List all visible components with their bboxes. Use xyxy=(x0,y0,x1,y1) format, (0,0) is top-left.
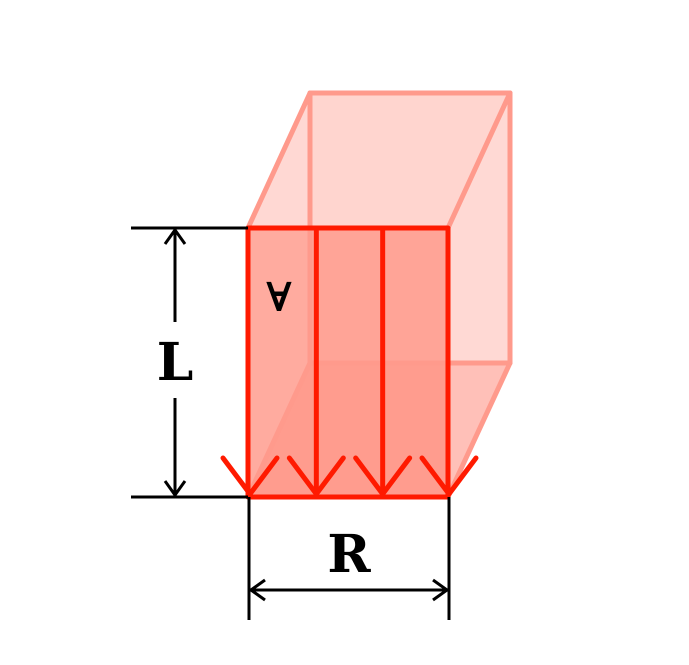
dimension-l-label: L xyxy=(157,332,194,393)
dimension-r-label: R xyxy=(327,524,371,585)
dimension-r xyxy=(247,497,451,620)
flux-arrow-head xyxy=(286,455,346,497)
flux-arrow-head xyxy=(353,455,413,497)
dimension-r-arrowhead-right xyxy=(432,578,450,602)
box-front-edges xyxy=(245,225,451,500)
dimension-l-arrowhead-bottom xyxy=(163,480,187,498)
dimension-r-arrowhead-left xyxy=(248,578,266,602)
dimension-l-arrowhead-top xyxy=(163,227,187,245)
for-all-symbol: ∀ xyxy=(266,274,292,321)
dimension-l xyxy=(131,226,248,499)
